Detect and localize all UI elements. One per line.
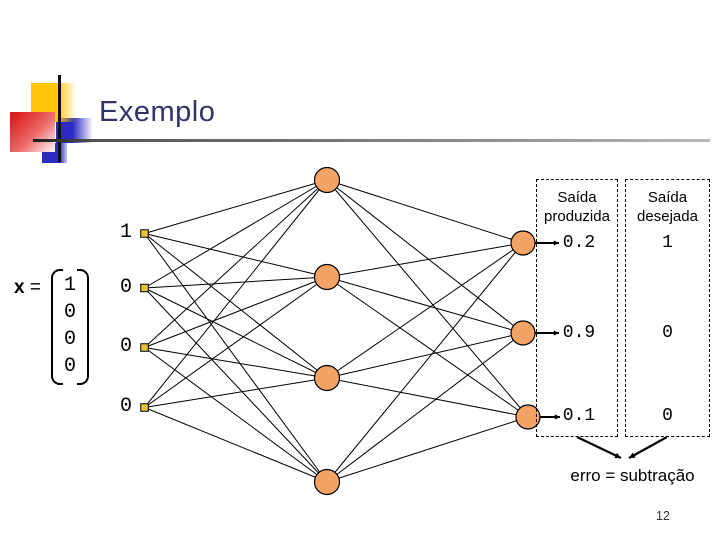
- input-label: 0: [119, 335, 132, 358]
- edge-hidden-output: [326, 332, 524, 483]
- desired-header-line1: Saída: [647, 189, 688, 206]
- edge-hidden-output: [326, 416, 529, 483]
- edge-input-hidden: [144, 179, 328, 234]
- desired-value: 0: [662, 406, 673, 426]
- vector-bracket-left: [51, 269, 63, 385]
- desired-header: Saída desejada: [626, 188, 709, 226]
- edge-input-hidden: [144, 377, 328, 408]
- produced-value: 0.1: [562, 406, 596, 426]
- input-node: [140, 343, 149, 352]
- desired-header-line2: desejada: [637, 208, 698, 225]
- vector-value: 0: [63, 301, 76, 324]
- edge-input-hidden: [144, 276, 328, 408]
- output-nodes: [510, 230, 541, 430]
- output-node: [510, 320, 536, 346]
- edge-input-hidden: [144, 347, 328, 379]
- input-nodes: [140, 229, 149, 412]
- error-arrows: [576, 436, 668, 459]
- input-node: [140, 403, 149, 412]
- produced-header-line1: Saída: [557, 189, 597, 206]
- logo-red-square: [10, 112, 55, 152]
- edge-input-hidden: [144, 275, 328, 289]
- hidden-node: [313, 166, 341, 194]
- edge-hidden-output: [326, 179, 524, 244]
- input-node: [140, 283, 149, 293]
- edge-input-hidden: [144, 407, 328, 483]
- edge-hidden-output: [326, 332, 524, 379]
- hidden-output-edges: [326, 179, 529, 483]
- edge-input-hidden: [144, 179, 328, 348]
- vector-symbol: x: [14, 277, 25, 298]
- vector-equation-label: x =: [14, 277, 41, 299]
- edge-hidden-output: [326, 377, 529, 418]
- arrow-produced-to-error: [576, 436, 622, 459]
- produced-value: 0.2: [562, 233, 596, 253]
- edge-hidden-output: [326, 242, 524, 278]
- edge-input-hidden: [144, 179, 328, 408]
- desired-output-box: Saída desejada: [625, 179, 710, 437]
- produced-header-line2: produzida: [544, 208, 610, 225]
- input-vector: 1 0 0 0: [51, 269, 89, 385]
- edge-input-hidden: [144, 233, 328, 278]
- hidden-node: [313, 468, 341, 496]
- edge-hidden-output: [326, 276, 524, 334]
- produced-header: Saída produzida: [537, 188, 617, 226]
- input-label: 0: [119, 395, 132, 418]
- edge-hidden-output: [326, 242, 524, 379]
- input-node: [140, 229, 149, 238]
- error-equation-label: erro = subtração: [570, 466, 695, 485]
- vector-values: 1 0 0 0: [51, 272, 89, 380]
- logo-blue-square: [56, 118, 93, 143]
- desired-value: 1: [662, 233, 673, 253]
- edge-input-hidden: [144, 287, 328, 483]
- page-title: Exemplo: [99, 96, 216, 128]
- edge-input-hidden: [144, 233, 328, 483]
- title-underline: [33, 139, 710, 142]
- vector-value: 1: [63, 274, 76, 297]
- edge-input-hidden: [144, 179, 328, 289]
- edge-hidden-output: [326, 242, 524, 483]
- edge-input-hidden: [144, 347, 328, 483]
- edge-hidden-output: [326, 179, 529, 418]
- edge-input-hidden: [144, 276, 328, 348]
- arrow-desired-to-error: [628, 436, 668, 459]
- vector-value: 0: [63, 328, 76, 351]
- hidden-nodes: [313, 166, 341, 496]
- desired-value: 0: [662, 323, 673, 343]
- equals-sign: =: [29, 277, 41, 298]
- vector-bracket-right: [77, 269, 89, 385]
- slide-page-number: 12: [656, 509, 670, 523]
- output-node: [510, 230, 536, 256]
- produced-output-box: Saída produzida: [536, 179, 618, 437]
- input-label: 1: [119, 221, 132, 244]
- hidden-node: [313, 263, 341, 291]
- output-value-arrows: [535, 240, 560, 420]
- logo-vertical-line: [58, 75, 61, 162]
- edge-hidden-output: [326, 276, 529, 418]
- vector-value: 0: [63, 355, 76, 378]
- hidden-node: [313, 364, 341, 392]
- edge-input-hidden: [144, 233, 328, 379]
- edge-hidden-output: [326, 179, 524, 334]
- edge-input-hidden: [144, 287, 328, 379]
- input-label: 0: [119, 276, 132, 299]
- produced-value: 0.9: [562, 323, 596, 343]
- input-hidden-edges: [144, 179, 328, 483]
